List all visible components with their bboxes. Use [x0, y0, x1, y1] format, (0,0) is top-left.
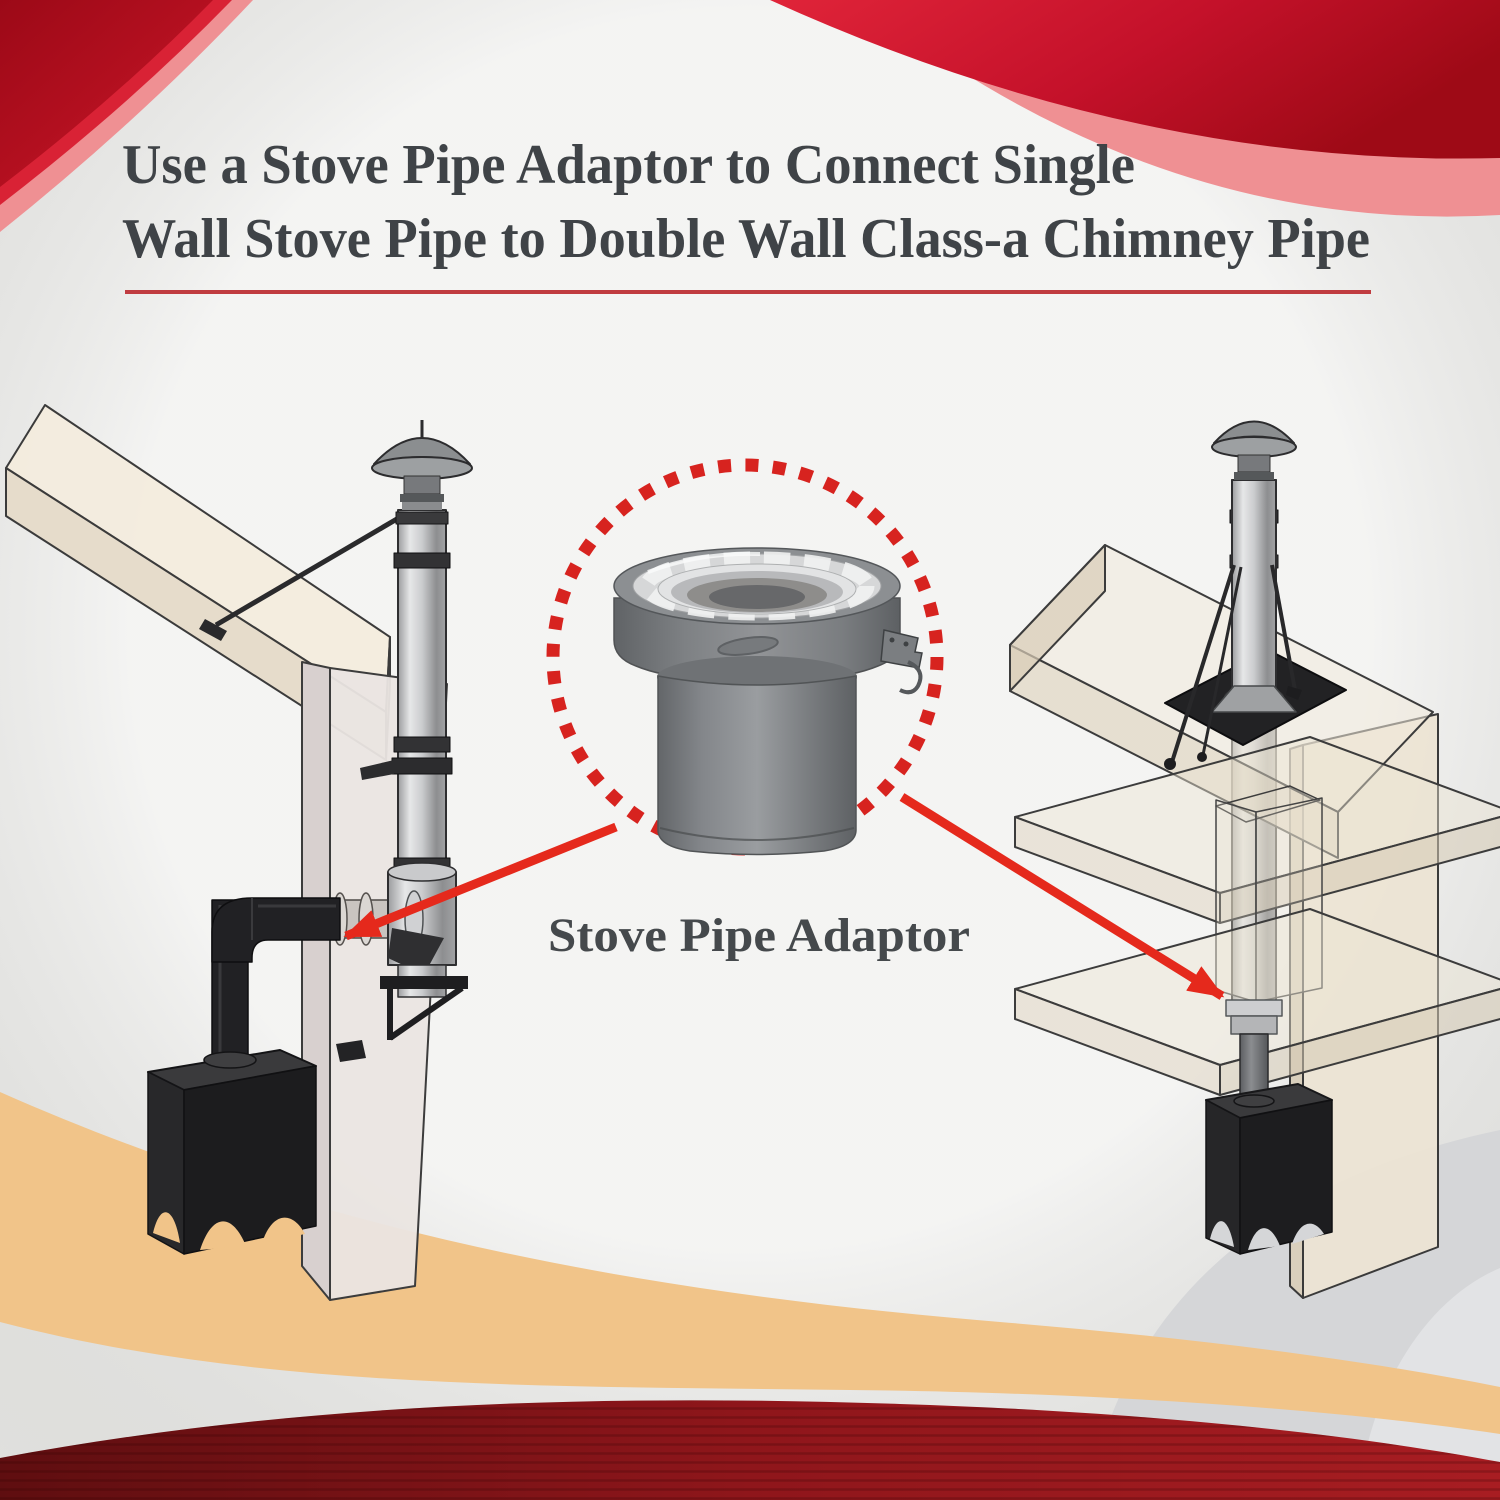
right-installation-illustration: [1009, 420, 1500, 1299]
brace-rod-right: [1270, 564, 1297, 691]
adaptor-pipe-bottom-rim: [659, 827, 855, 841]
brace-rod-left-2: [1201, 566, 1243, 756]
right-wood-stove: [1205, 1083, 1333, 1255]
stove-flue-collar: [203, 1051, 257, 1069]
ceiling-near-face-right: [1219, 816, 1500, 924]
right-stove-leg-arch-2: [1292, 1223, 1324, 1244]
bracket-bar: [380, 976, 468, 989]
title-line-2: Wall Stove Pipe to Double Wall Class-a C…: [122, 208, 1370, 270]
title-line-1: Use a Stove Pipe Adaptor to Connect Sing…: [122, 134, 1135, 196]
left-pipe-brace-band: [395, 511, 449, 525]
bracket-wall-plate: [336, 1040, 366, 1062]
left-pipe-clamp-upper: [393, 552, 451, 569]
right-stove-pipe-adaptor-ring-2: [1230, 1015, 1278, 1035]
right-cap-collar: [1237, 454, 1271, 473]
stove-leg-arch-3: [153, 1212, 180, 1243]
brace-foot-left-2: [1197, 752, 1207, 762]
callout: Stove Pipe Adaptor: [343, 458, 1225, 1000]
callout-arrow-right: [899, 793, 1225, 1000]
decor-top-right-corner: [770, 0, 1500, 217]
adaptor-locking-latch: [880, 629, 923, 695]
top-right-red-sweep: [770, 0, 1500, 159]
dotted-highlight-circle: [546, 458, 944, 856]
header: Use a Stove Pipe Adaptor to Connect Sing…: [122, 134, 1371, 294]
cap-ring-2: [402, 502, 442, 510]
adaptor-funnel-throat: [709, 585, 805, 609]
right-storm-collar: [1211, 685, 1297, 713]
adaptor-emboss-slot: [717, 636, 779, 656]
left-tee-wall-bracket: [336, 976, 468, 1062]
right-floor-slab: [1014, 908, 1500, 1096]
floor-near-face-right: [1219, 988, 1500, 1096]
brace-foot-right: [1286, 686, 1302, 700]
left-roof-brace-foot: [199, 619, 227, 641]
left-tee-top-flange: [387, 862, 457, 882]
latch-rivet-1: [889, 637, 895, 643]
right-stove-pipe-adaptor-ring-1: [1225, 999, 1283, 1017]
stove-pipe-adaptor-product: [613, 547, 923, 856]
stove-leg-arch-2: [262, 1217, 305, 1243]
stove-leg-arch-1: [200, 1221, 246, 1250]
right-ceiling-support-box: [1215, 797, 1323, 1003]
left-roof-brace-rod: [214, 513, 404, 628]
cap-ring-1: [400, 494, 444, 502]
decor-bottom-maroon-band: [0, 1400, 1500, 1500]
left-pipe-clamp-mid: [393, 736, 451, 753]
right-pipe-upper: [1231, 479, 1277, 701]
title-divider: [125, 290, 1371, 294]
left-wall-band-support: [360, 757, 453, 780]
latch-hook: [899, 660, 923, 695]
right-stove-side-face: [1239, 1099, 1333, 1255]
left-wood-stove: [147, 1049, 317, 1255]
latch-rivet-2: [903, 641, 909, 647]
adaptor-pipe-body: [657, 675, 857, 856]
decor-top-left-corner: [0, 0, 253, 232]
support-box-right-face: [1255, 797, 1323, 1003]
left-stove-pipe-elbow: [211, 897, 341, 963]
wall-band-arm: [360, 760, 394, 780]
wall-band: [391, 757, 453, 775]
left-thimble-ring-2: [358, 892, 374, 946]
callout-label: Stove Pipe Adaptor: [548, 909, 970, 962]
adaptor-insulation-segments: [639, 551, 875, 621]
left-installation-illustration: [5, 404, 473, 1301]
right-roof-brace-kit: [1164, 564, 1302, 770]
right-cap-ring: [1234, 472, 1274, 480]
adaptor-ring-highlight: [647, 551, 761, 574]
right-chimney-cap: [1211, 420, 1297, 480]
left-tee-snout-cone: [388, 928, 444, 975]
right-cap-disc: [1211, 436, 1297, 458]
stove-side-face: [183, 1065, 317, 1255]
ceiling-pipe-opening: [1215, 785, 1321, 823]
callout-arrow-left: [343, 822, 618, 941]
right-roof-end-face: [1009, 544, 1106, 692]
right-ceiling-slab: [1014, 736, 1500, 924]
left-chimney-cap: [371, 420, 473, 510]
cap-collar: [403, 475, 441, 495]
maroon-band-stripes: [0, 1400, 1500, 1500]
brace-foot-left-1: [1164, 758, 1176, 770]
top-left-red-wedge: [0, 0, 213, 187]
bracket-diagonal-strut: [388, 985, 464, 1041]
right-stove-flue-collar: [1233, 1094, 1275, 1108]
right-stove-leg-arch-1: [1248, 1228, 1280, 1250]
brace-rod-left-1: [1170, 564, 1236, 763]
decor-bottom-orange-band: [0, 1092, 1500, 1434]
right-stove-leg-arch-3: [1210, 1221, 1234, 1247]
